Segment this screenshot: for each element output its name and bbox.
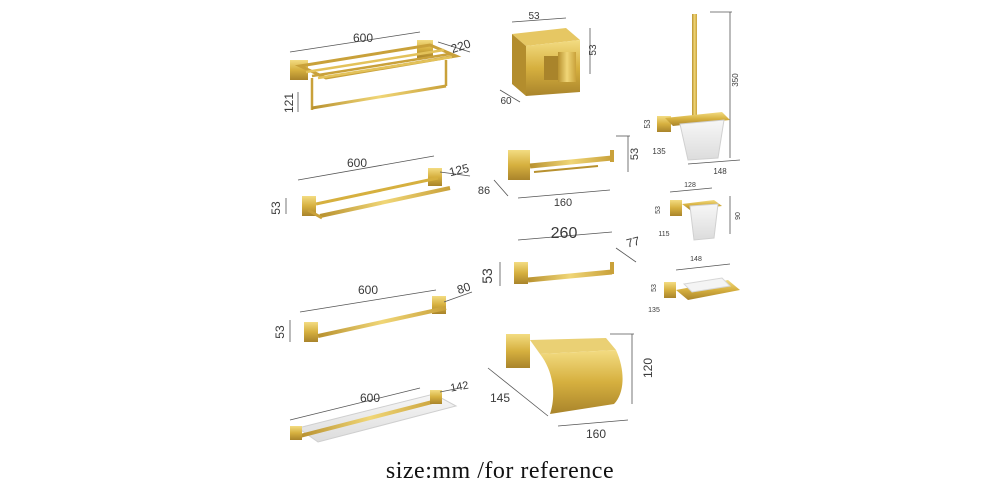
glass-shelf — [289, 387, 461, 443]
dim-covered-holder-width: 160 — [586, 427, 606, 441]
dim-covered-holder-height: 120 — [641, 358, 655, 378]
towel-ring-bar — [499, 231, 637, 286]
dim-brush-width: 148 — [713, 167, 727, 176]
dim-double-bar-depth: 125 — [448, 161, 471, 180]
towel-rack-shelf — [289, 31, 471, 112]
dim-ring-bar-height: 53 — [479, 268, 495, 284]
dim-ring-bar-length: 260 — [551, 225, 578, 242]
dim-rack-length: 600 — [353, 31, 373, 45]
dim-brush-depth: 135 — [652, 147, 666, 156]
dim-rack-height: 121 — [282, 93, 296, 113]
dim-tumbler-width: 128 — [684, 182, 696, 189]
dim-glass-shelf-length: 600 — [360, 391, 380, 405]
toilet-brush-holder — [657, 11, 741, 165]
dim-brush-mount: 53 — [643, 119, 652, 128]
dim-rack-depth: 220 — [449, 36, 473, 56]
paper-holder-open — [493, 135, 630, 199]
dim-double-bar-length: 600 — [347, 156, 367, 170]
dim-hook-depth: 60 — [500, 96, 512, 107]
dim-soap-mount: 53 — [651, 284, 658, 292]
dim-tumbler-depth: 115 — [658, 231, 669, 238]
dim-soap-width: 148 — [690, 256, 702, 263]
dim-hook-height: 53 — [588, 44, 599, 56]
dim-glass-shelf-depth: 142 — [449, 380, 469, 395]
dim-open-holder-height: 53 — [629, 148, 641, 160]
dim-brush-height: 350 — [731, 73, 740, 87]
size-caption: size:mm /for reference — [385, 458, 615, 484]
dim-single-bar-depth: 80 — [455, 279, 472, 297]
dim-tumbler-mount: 53 — [655, 206, 662, 214]
soap-dish — [664, 263, 740, 300]
robe-hook — [499, 17, 591, 103]
dim-open-holder-depth: 86 — [478, 185, 490, 197]
dim-covered-holder-depth: 145 — [490, 391, 510, 405]
dim-double-bar-height: 53 — [269, 201, 283, 215]
tumbler-holder — [669, 187, 731, 241]
dim-ring-bar-depth: 77 — [625, 234, 642, 251]
double-towel-bar — [285, 155, 471, 220]
dim-single-bar-height: 53 — [273, 325, 287, 339]
dim-tumbler-height: 90 — [735, 212, 742, 220]
paper-holder-covered — [487, 333, 634, 427]
dim-single-bar-length: 600 — [358, 283, 378, 297]
single-towel-bar — [289, 289, 473, 342]
dim-soap-depth: 135 — [648, 307, 660, 314]
dim-hook-width: 53 — [528, 11, 540, 22]
dim-open-holder-width: 160 — [554, 197, 572, 209]
